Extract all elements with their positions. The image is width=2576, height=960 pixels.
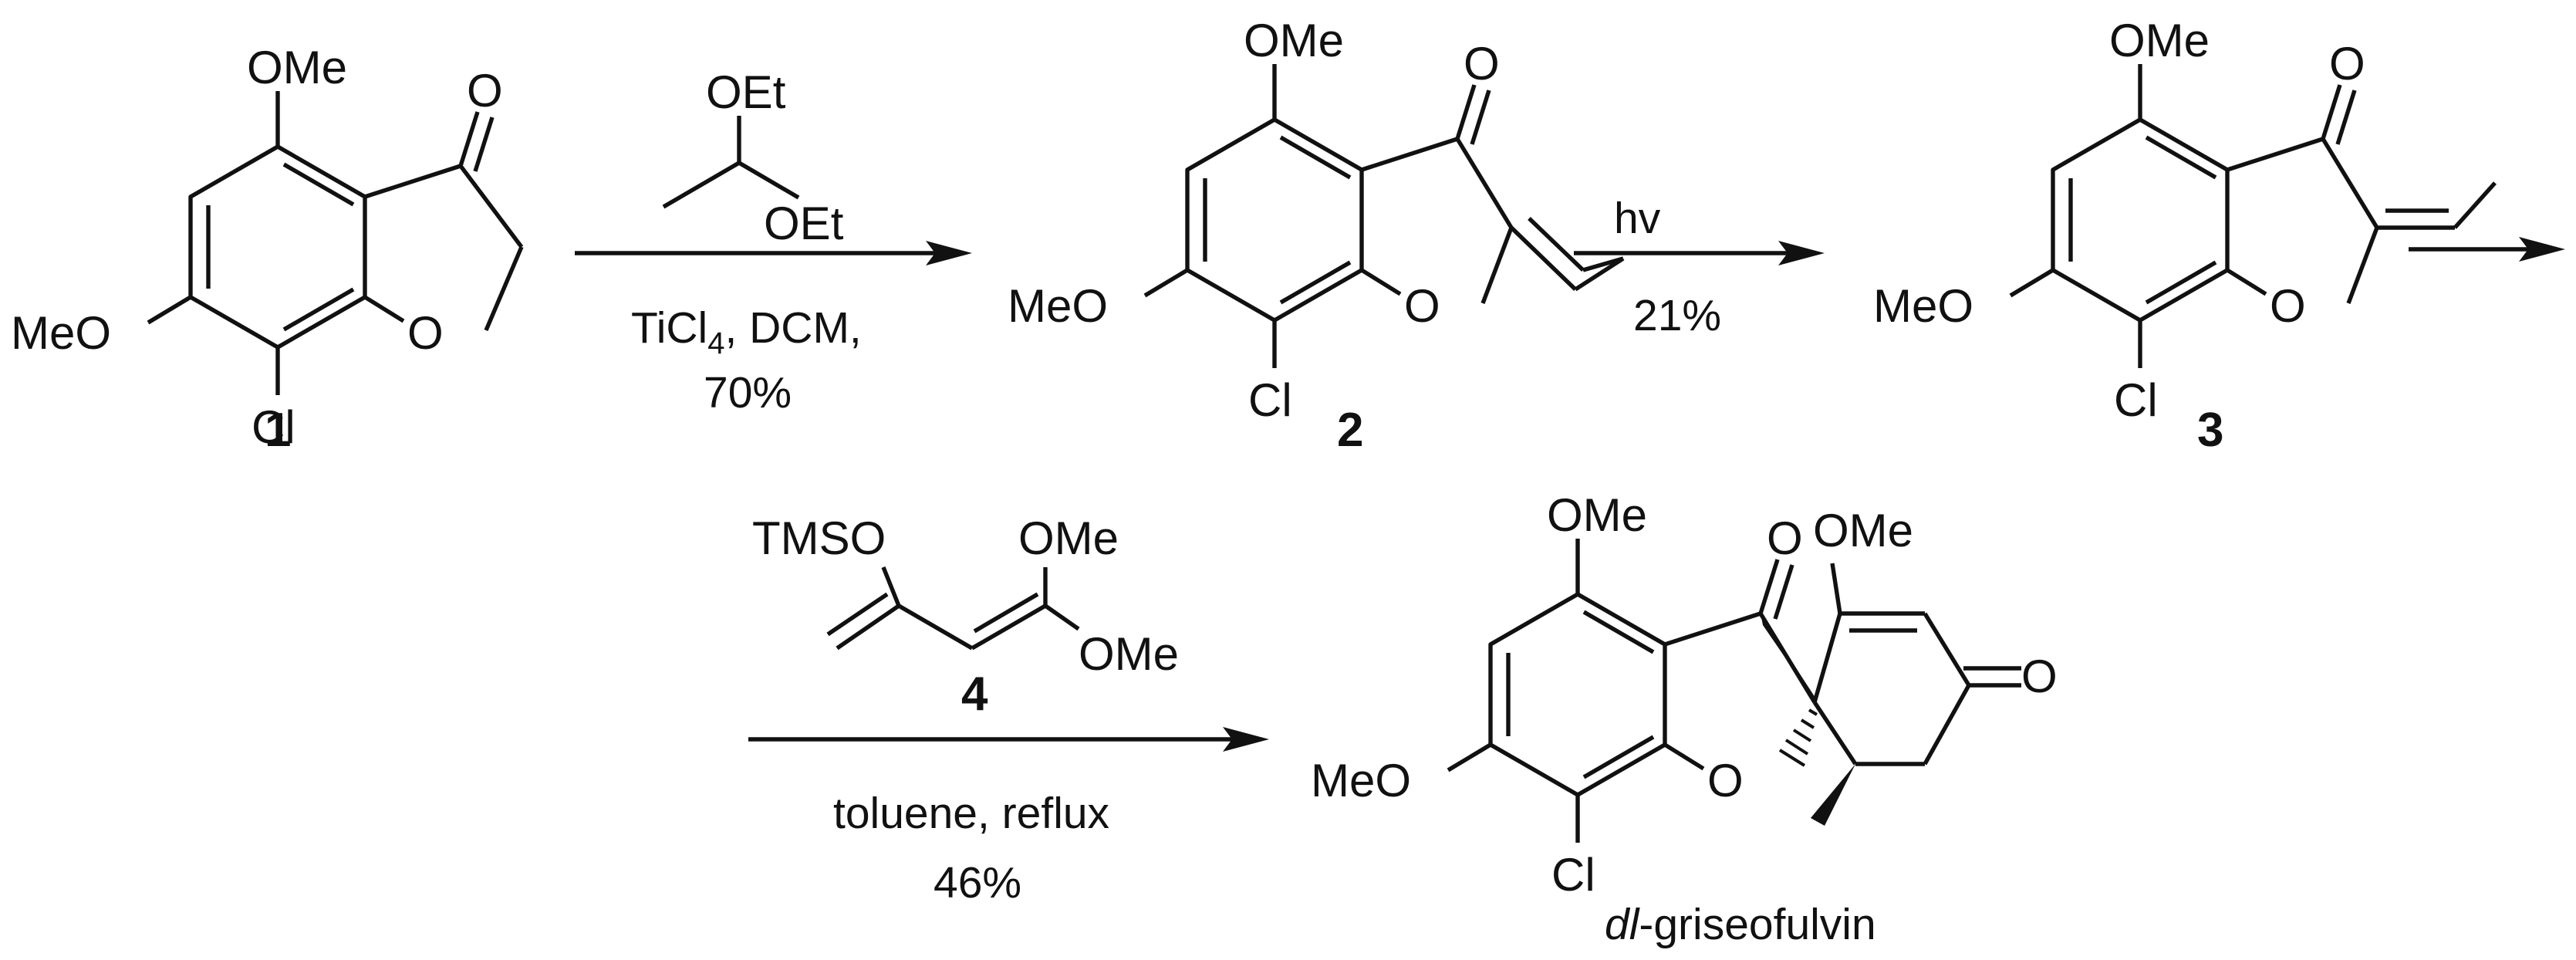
label-griseofulvin-name: -griseofulvin xyxy=(1639,900,1875,949)
cond-hv: hv xyxy=(1614,194,1661,243)
atom-meo: MeO xyxy=(1311,755,1411,806)
atom-ome: OMe xyxy=(1547,489,1647,541)
compound-1: OMe O MeO O Cl xyxy=(11,42,524,453)
label-griseofulvin-prefix: dl xyxy=(1605,900,1640,949)
atom-cl: Cl xyxy=(1551,849,1595,901)
atom-ome: OMe xyxy=(1244,15,1344,66)
griseofulvin: OMe O OMe O MeO O Cl xyxy=(1311,489,2058,901)
atom-ome: OMe xyxy=(2109,15,2210,66)
cond-yield-3: 46% xyxy=(934,858,1021,908)
atom-ome-diene-top: OMe xyxy=(1018,512,1119,564)
atom-cl: Cl xyxy=(1248,374,1292,426)
label-compound-3: 3 xyxy=(2197,404,2223,457)
label-compound-2: 2 xyxy=(1337,404,1363,457)
atom-ring-o: O xyxy=(407,307,444,359)
atom-ketone-o: O xyxy=(2021,651,2058,702)
reagent-oet-top: OEt xyxy=(706,66,786,118)
cond-yield-2: 21% xyxy=(1633,291,1721,340)
step-2: hv 21% xyxy=(1574,194,1825,340)
atom-ring-o: O xyxy=(2270,280,2306,332)
atom-ome: OMe xyxy=(247,42,347,93)
atom-meo: MeO xyxy=(11,307,111,359)
step-3: toluene, reflux 46% xyxy=(748,727,1269,908)
cond-ticl: TiCl xyxy=(631,303,707,353)
cond-dcm: , DCM, xyxy=(724,303,861,353)
atom-ring-o: O xyxy=(1404,280,1440,332)
atom-meo: MeO xyxy=(1008,280,1108,332)
cond-ticl-subscript: 4 xyxy=(707,326,724,360)
compound-2: OMe O MeO O Cl xyxy=(1008,15,1625,426)
atom-cl: Cl xyxy=(252,401,295,453)
atom-tmso: TMSO xyxy=(752,512,886,564)
label-griseofulvin: dl-griseofulvin xyxy=(1605,900,1876,949)
atom-ome-ring: OMe xyxy=(1813,505,1913,556)
compound-4: TMSO OMe OMe xyxy=(752,512,1179,680)
compound-3: OMe O MeO O Cl xyxy=(1873,15,2497,426)
atom-carbonyl-o: O xyxy=(1464,38,1500,90)
atom-ome-diene-bottom: OMe xyxy=(1079,628,1179,680)
cond-toluene: toluene, reflux xyxy=(833,789,1109,838)
atom-cl: Cl xyxy=(2114,374,2158,426)
label-compound-4: 4 xyxy=(961,668,988,721)
atom-carbonyl-o: O xyxy=(1767,512,1803,564)
atom-carbonyl-o: O xyxy=(2329,38,2365,90)
svg-text:TiCl4, DCM,: TiCl4, DCM, xyxy=(631,303,862,360)
step-1: OEt OEt TiCl4, DCM, 70% xyxy=(575,66,972,417)
reagent-oet-bottom: OEt xyxy=(764,198,844,249)
continuation-arrow xyxy=(2409,237,2565,262)
cond-yield-1: 70% xyxy=(704,368,792,417)
label-compound-1: 1 xyxy=(265,404,291,457)
atom-meo: MeO xyxy=(1873,280,1973,332)
atom-ring-o: O xyxy=(1707,755,1744,806)
hashed-bond xyxy=(1778,708,1818,767)
atom-carbonyl-o: O xyxy=(467,65,503,117)
